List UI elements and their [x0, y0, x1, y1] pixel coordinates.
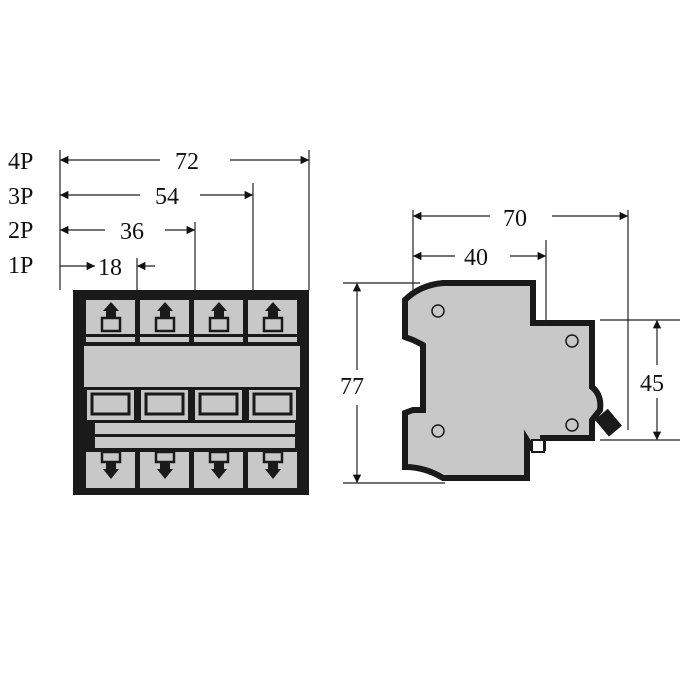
dimension-height-total: 77 — [340, 283, 364, 483]
front-extension-lines — [59, 150, 310, 290]
terminal-box — [154, 316, 176, 333]
terminal-box — [208, 316, 230, 333]
pole-strip — [194, 337, 243, 342]
screw-hole — [431, 424, 445, 438]
side-extension-lines — [343, 210, 680, 484]
dimension-depth-total: 70 — [413, 206, 628, 232]
screw-hole — [431, 304, 445, 318]
handle-window — [90, 392, 131, 416]
arrow-up-icon — [211, 302, 227, 318]
terminal-box — [262, 450, 284, 464]
depth-40: 40 — [464, 245, 488, 271]
handle-bar-top — [95, 423, 295, 434]
arrow-down-icon — [157, 462, 173, 479]
label-1p: 1P — [8, 253, 33, 279]
handle-window — [144, 392, 185, 416]
dimension-1p: 18 — [60, 255, 155, 281]
arrow-up-icon — [103, 302, 119, 318]
label-2p: 2P — [8, 218, 33, 244]
label-3p: 3P — [8, 184, 33, 210]
terminal-box — [100, 450, 122, 464]
dimension-depth-front: 40 — [413, 245, 546, 271]
dimension-height-front: 45 — [640, 320, 664, 440]
height-77: 77 — [340, 374, 364, 400]
arrow-up-icon — [157, 302, 173, 318]
pole-strip — [140, 337, 189, 342]
width-2p: 36 — [120, 219, 144, 245]
label-4p: 4P — [8, 149, 33, 175]
dimension-3p: 54 — [59, 184, 253, 210]
terminal-box — [262, 316, 284, 333]
handle-window — [198, 392, 239, 416]
terminal-box — [100, 316, 122, 333]
pole-strip — [86, 337, 135, 342]
side-view — [402, 280, 622, 481]
side-body — [402, 280, 604, 481]
front-label-band — [84, 346, 300, 387]
width-1p: 18 — [98, 255, 122, 281]
terminal-box — [154, 450, 176, 464]
screw-hole — [565, 334, 579, 348]
arrow-up-icon — [265, 302, 281, 318]
width-3p: 54 — [155, 184, 179, 210]
terminal-box — [208, 450, 230, 464]
depth-70: 70 — [503, 206, 527, 232]
toggle-lever — [594, 408, 622, 437]
arrow-down-icon — [265, 462, 281, 479]
dimension-2p: 36 — [59, 219, 195, 245]
pole-strip — [248, 337, 297, 342]
handle-window — [252, 392, 293, 416]
arrow-down-icon — [103, 462, 119, 479]
front-view — [73, 290, 309, 495]
arrow-down-icon — [211, 462, 227, 479]
handle-bar-bottom — [95, 437, 295, 448]
width-4p: 72 — [175, 149, 199, 175]
screw-hole — [565, 418, 579, 432]
height-45: 45 — [640, 371, 664, 397]
dimension-4p: 72 — [59, 149, 309, 175]
